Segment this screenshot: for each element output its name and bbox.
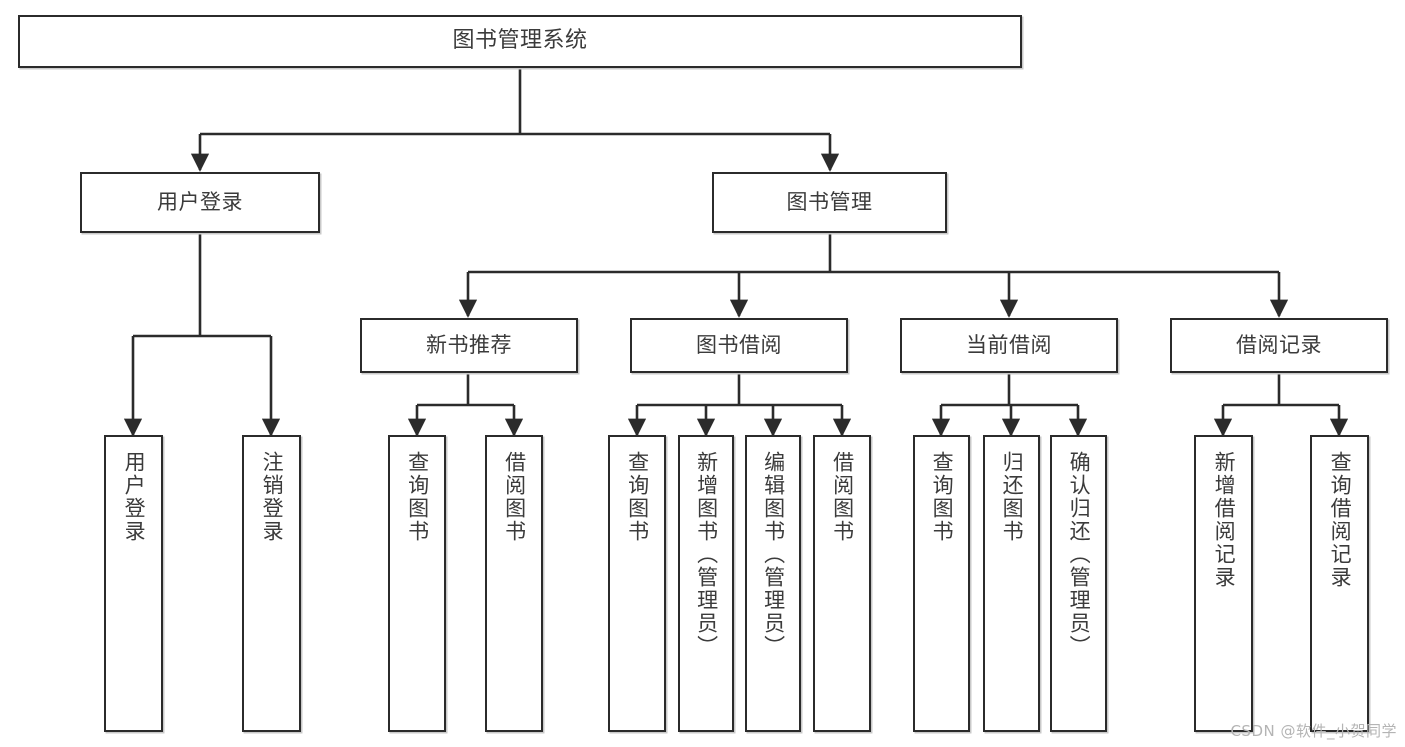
node-label: 查询借阅记录 (1328, 451, 1353, 589)
node-label: 用户登录 (122, 451, 147, 543)
node-label: 图书管理 (786, 190, 873, 215)
leaf-add-book-admin[interactable]: 新增图书（管理员） (678, 435, 734, 732)
leaf-confirm-return-admin[interactable]: 确认归还（管理员） (1050, 435, 1107, 732)
node-label: 借阅图书 (830, 451, 855, 543)
node-label: 编辑图书（管理员） (761, 451, 786, 658)
leaf-borrow-books[interactable]: 借阅图书 (813, 435, 871, 732)
node-current-borrowing[interactable]: 当前借阅 (900, 318, 1118, 373)
node-book-management[interactable]: 图书管理 (712, 172, 947, 233)
leaf-edit-book-admin[interactable]: 编辑图书（管理员） (745, 435, 801, 732)
node-label: 当前借阅 (966, 333, 1052, 358)
leaf-logout[interactable]: 注销登录 (242, 435, 301, 732)
node-label: 查询图书 (625, 451, 650, 543)
node-label: 注销登录 (260, 451, 285, 543)
leaf-return-books[interactable]: 归还图书 (983, 435, 1040, 732)
node-user-login[interactable]: 用户登录 (80, 172, 320, 233)
leaf-borrow-books-newbook[interactable]: 借阅图书 (485, 435, 543, 732)
leaf-query-books-borrow[interactable]: 查询图书 (608, 435, 666, 732)
node-label: 确认归还（管理员） (1067, 451, 1092, 658)
node-label: 图书管理系统 (452, 28, 588, 54)
node-label: 借阅记录 (1236, 333, 1322, 358)
node-new-book-recommendation[interactable]: 新书推荐 (360, 318, 578, 373)
node-label: 图书借阅 (696, 333, 782, 358)
node-label: 新增图书（管理员） (694, 451, 719, 658)
node-root-book-management-system[interactable]: 图书管理系统 (18, 15, 1022, 68)
node-label: 借阅图书 (502, 451, 527, 543)
node-label: 查询图书 (930, 451, 955, 543)
node-label: 新书推荐 (426, 333, 512, 358)
node-label: 新增借阅记录 (1212, 451, 1237, 589)
leaf-add-borrow-record[interactable]: 新增借阅记录 (1194, 435, 1253, 732)
leaf-query-borrow-record[interactable]: 查询借阅记录 (1310, 435, 1369, 732)
node-book-borrowing[interactable]: 图书借阅 (630, 318, 848, 373)
node-borrow-records[interactable]: 借阅记录 (1170, 318, 1388, 373)
node-label: 归还图书 (1000, 451, 1025, 543)
leaf-query-books-current[interactable]: 查询图书 (913, 435, 970, 732)
csdn-watermark: CSDN @软件_小贺同学 (1230, 722, 1397, 740)
node-label: 用户登录 (157, 190, 243, 215)
leaf-user-login[interactable]: 用户登录 (104, 435, 163, 732)
leaf-query-books-newbook[interactable]: 查询图书 (388, 435, 446, 732)
node-label: 查询图书 (405, 451, 430, 543)
